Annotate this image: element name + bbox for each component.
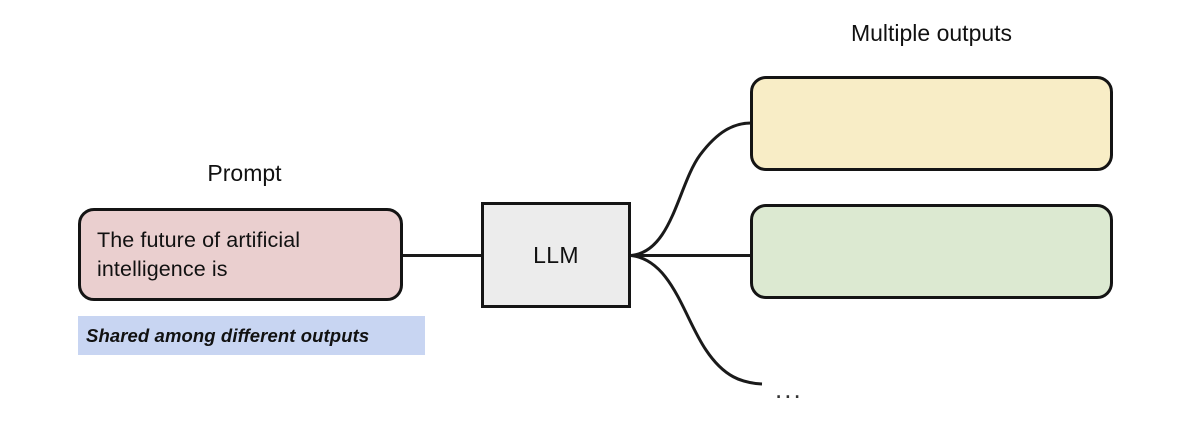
edge-llm-to-output-1 bbox=[630, 121, 752, 257]
llm-box[interactable]: LLM bbox=[481, 202, 631, 308]
prompt-text: The future of artificial intelligence is bbox=[97, 226, 300, 284]
prompt-text-line-2: intelligence is bbox=[97, 256, 228, 281]
prompt-box[interactable]: The future of artificial intelligence is bbox=[78, 208, 403, 301]
output-box-1[interactable] bbox=[750, 76, 1113, 171]
outputs-caption: Multiple outputs bbox=[850, 20, 1013, 46]
shared-annotation: Shared among different outputs bbox=[78, 316, 425, 355]
prompt-text-line-1: The future of artificial bbox=[97, 227, 301, 252]
llm-label: LLM bbox=[533, 241, 579, 268]
outputs-ellipsis: ... bbox=[775, 374, 803, 404]
edge-llm-to-output-more bbox=[630, 254, 763, 386]
output-box-2[interactable] bbox=[750, 204, 1113, 299]
prompt-caption: Prompt bbox=[207, 160, 282, 186]
shared-annotation-label: Shared among different outputs bbox=[86, 324, 370, 346]
